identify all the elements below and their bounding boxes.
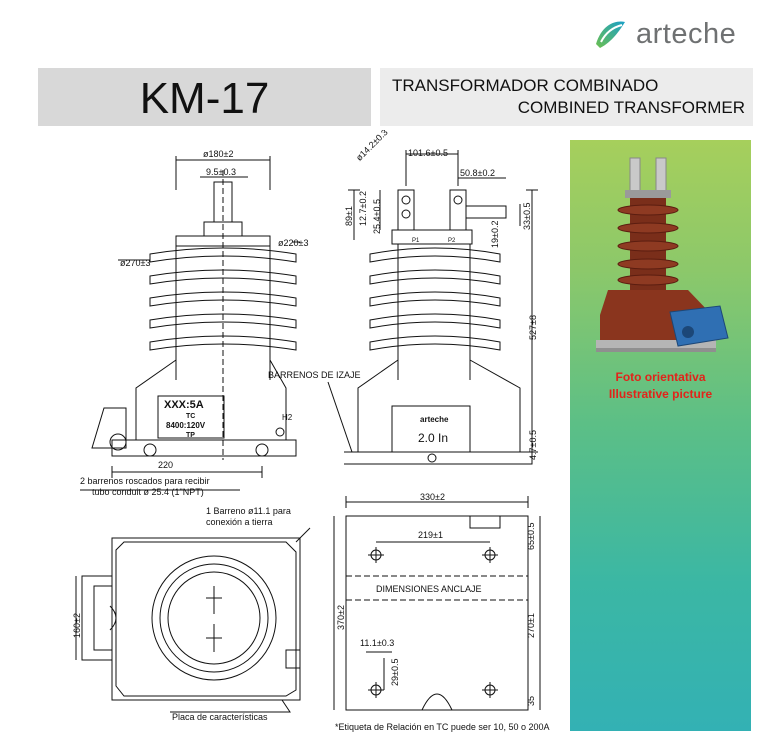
side-view [327,150,538,465]
dim-11: 11.1±0.3 [360,638,394,648]
anchor-view [333,496,541,711]
dim-25: 25.4±0.5 [372,199,382,234]
dim-330: 330±2 [420,492,445,502]
dim-19: 19±0.2 [490,221,500,248]
dim-50: 50.8±0.2 [460,168,495,178]
plate-brand: arteche [420,415,449,424]
note-conduit-line1: 2 barrenos roscados para recibir [80,476,210,486]
plate-rating: 2.0 In [418,431,448,445]
dim-219: 219±1 [418,530,443,540]
dim-base: 220 [158,460,173,470]
title-banner: TRANSFORMADOR COMBINADO COMBINED TRANSFO… [380,68,753,126]
bottom-view [75,527,311,713]
nameplate-ratio: XXX:5A [164,399,204,411]
dim-65: 65±0.5 [526,523,536,550]
dim-d220: ø220±3 [278,238,308,248]
dim-4: 4.7±0.5 [528,430,538,460]
terminal-h2: H2 [282,413,293,422]
terminal-p1: P1 [412,238,420,244]
dim-160: 160±2 [72,613,82,638]
label-barrenos-izaje: BARRENOS DE IZAJE [268,370,361,380]
dim-terminal: 9.5±0.3 [206,167,236,177]
dim-270: 270±1 [526,613,536,638]
title-english: COMBINED TRANSFORMER [517,98,745,117]
note-conduit-line2: tubo conduit ø 25.4 (1"NPT) [92,487,204,497]
model-banner: KM-17 [38,68,371,126]
nameplate-voltage: 8400:120V [166,421,206,430]
terminal-p2: P2 [448,238,456,244]
dim-12: 12.7±0.2 [358,191,368,226]
dim-d14: ø14.2±0.3 [354,130,390,163]
note-ground-line2: conexión a tierra [206,517,273,527]
dim-370: 370±2 [336,605,346,630]
dim-29: 29±0.5 [390,659,400,686]
photo-caption-en: Illustrative picture [608,387,713,401]
footnote: *Etiqueta de Relación en TC puede ser 10… [335,722,550,732]
photo-caption-es: Foto orientativa [615,370,706,384]
label-anchor: DIMENSIONES ANCLAJE [376,584,482,594]
arteche-logo-icon [596,21,625,48]
brand-logo: arteche [592,16,736,52]
dim-35: 35 [526,696,536,706]
front-view [80,156,300,491]
model-title: KM-17 [139,74,270,123]
note-ground-line1: 1 Barreno ø11.1 para [206,506,291,516]
title-spanish: TRANSFORMADOR COMBINADO [392,76,659,95]
product-photo [596,157,729,352]
technical-drawings: ø180±2 9.5±0.3 ø220±3 ø270±3 XXX:5A TC 8… [72,130,541,722]
brand-name: arteche [636,17,737,50]
dim-top-diameter: ø180±2 [203,149,233,159]
dim-527: 527±8 [528,315,538,340]
dim-33: 33±0.5 [522,203,532,230]
dim-101: 101.6±0.5 [408,148,448,158]
nameplate-tp: TP [186,432,195,439]
dim-d270: ø270±3 [120,258,150,268]
label-placa: Placa de características [172,712,268,722]
dim-89: 89±1 [344,206,354,226]
nameplate-tc: TC [186,413,195,420]
